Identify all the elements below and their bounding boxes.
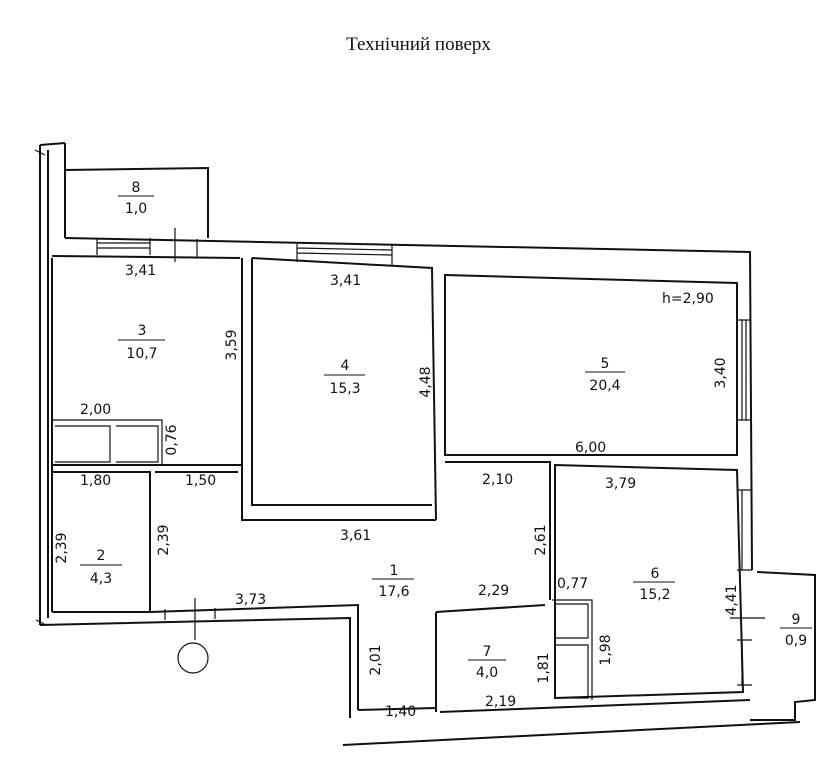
dim: 2,19 xyxy=(485,694,516,710)
room-5-area: 20,4 xyxy=(589,378,620,394)
room-1-area: 17,6 xyxy=(378,584,409,600)
dim: 6,00 xyxy=(575,440,606,456)
dimension-labels: 3,41 3,41 6,00 2,00 1,80 1,50 3,61 3,73 … xyxy=(54,263,740,720)
dim: 2,10 xyxy=(482,472,513,488)
dim: 1,50 xyxy=(185,473,216,489)
dim: 1,81 xyxy=(536,652,552,683)
room-7-number: 7 xyxy=(483,644,492,660)
dim: 1,98 xyxy=(598,634,614,665)
dim: 2,29 xyxy=(478,583,509,599)
dim: 1,40 xyxy=(385,704,416,720)
room-5-number: 5 xyxy=(601,356,610,372)
room-4-area: 15,3 xyxy=(329,381,360,397)
dim: 3,41 xyxy=(125,263,156,279)
room-2-area: 4,3 xyxy=(90,571,112,587)
room-1-number: 1 xyxy=(390,563,399,579)
dim: 3,40 xyxy=(713,357,729,388)
walls xyxy=(34,142,816,746)
room-4-number: 4 xyxy=(341,358,350,374)
room-3-area: 10,7 xyxy=(126,346,157,362)
dim: 2,61 xyxy=(533,524,549,555)
dim: 3,59 xyxy=(224,329,240,360)
room-7-area: 4,0 xyxy=(476,665,498,681)
room-6-area: 15,2 xyxy=(639,587,670,603)
room-8-number: 8 xyxy=(132,180,141,196)
dim: 1,80 xyxy=(80,473,111,489)
dim: 3,73 xyxy=(235,592,266,608)
room-8-area: 1,0 xyxy=(125,201,147,217)
room-3-number: 3 xyxy=(138,323,147,339)
dim: 4,48 xyxy=(418,366,434,397)
plan-title: Технічний поверх xyxy=(346,34,491,55)
dim: 3,79 xyxy=(605,476,636,492)
dim: 2,01 xyxy=(368,644,384,675)
room-9-number: 9 xyxy=(792,612,801,628)
room-labels: 8 1,0 3 10,7 4 15,3 5 20,4 2 4,3 1 17,6 … xyxy=(80,180,812,681)
dim: 3,41 xyxy=(330,273,361,289)
dim: 2,00 xyxy=(80,402,111,418)
room-2-number: 2 xyxy=(97,548,106,564)
dim: 0,77 xyxy=(557,576,588,592)
dim: 3,61 xyxy=(340,528,371,544)
room-9-area: 0,9 xyxy=(785,633,807,649)
dim: 0,76 xyxy=(164,424,180,455)
dim: 2,39 xyxy=(54,532,70,563)
dim: 2,39 xyxy=(156,524,172,555)
room-6-number: 6 xyxy=(651,566,660,582)
dim: 4,41 xyxy=(724,584,740,615)
ceiling-height: h=2,90 xyxy=(662,291,714,307)
